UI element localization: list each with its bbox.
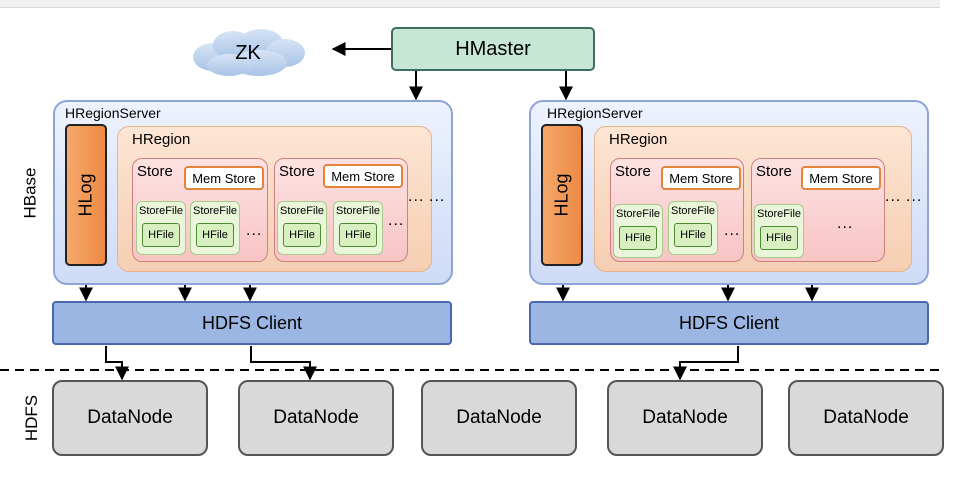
storefile-label: StoreFile	[670, 205, 716, 217]
datanode-3: DataNode	[421, 380, 577, 456]
storefile-right-2a: StoreFile HFile	[754, 204, 804, 258]
hfile: HFile	[196, 223, 234, 247]
more-storefiles-right-1: ...	[724, 222, 741, 239]
memstore-right-1: Mem Store	[661, 166, 741, 190]
top-border	[0, 0, 940, 8]
more-regions-right: ...	[906, 188, 923, 205]
hbase-layer-label: HBase	[20, 167, 40, 219]
hlog-label: HLog	[551, 173, 572, 217]
hfile: HFile	[283, 223, 321, 247]
datanode-2: DataNode	[238, 380, 394, 456]
more-stores-right: ...	[885, 188, 902, 205]
hdfs-layer-label: HDFS	[22, 394, 42, 442]
hlog-left: HLog	[65, 124, 107, 266]
store-title: Store	[615, 163, 651, 180]
arrow-client-dn2	[250, 346, 317, 381]
storefile-label: StoreFile	[138, 205, 184, 217]
more-storefiles-right-2: ...	[837, 215, 854, 232]
more-storefiles-left-2: ...	[388, 212, 405, 229]
hfile: HFile	[339, 223, 377, 247]
more-storefiles-left-1: ...	[246, 222, 263, 239]
hfile: HFile	[674, 223, 712, 247]
storefile-left-2b: StoreFile HFile	[333, 201, 383, 255]
memstore-right-2: Mem Store	[801, 166, 881, 190]
storefile-left-1b: StoreFile HFile	[190, 201, 240, 255]
storefile-right-1b: StoreFile HFile	[668, 201, 718, 255]
storefile-left-1a: StoreFile HFile	[136, 201, 186, 255]
more-regions-left: ...	[429, 188, 446, 205]
region-server-title: HRegionServer	[65, 105, 161, 121]
hregion-title: HRegion	[132, 131, 191, 148]
hmaster-node: HMaster	[391, 27, 595, 71]
zk-label: ZK	[235, 41, 261, 64]
memstore-left-2: Mem Store	[323, 164, 403, 188]
region-server-title: HRegionServer	[547, 105, 643, 121]
hfile: HFile	[142, 223, 180, 247]
hlog-right: HLog	[541, 124, 583, 266]
hdfs-client-left: HDFS Client	[52, 301, 452, 345]
storefile-label: StoreFile	[615, 208, 661, 220]
store-title: Store	[137, 163, 173, 180]
storefile-label: StoreFile	[192, 205, 238, 217]
more-stores-left: ...	[408, 188, 425, 205]
storefile-left-2a: StoreFile HFile	[277, 201, 327, 255]
memstore-left-1: Mem Store	[184, 166, 264, 190]
storefile-label: StoreFile	[756, 208, 802, 220]
store-title: Store	[756, 163, 792, 180]
hfile: HFile	[760, 226, 798, 250]
hdfs-client-right: HDFS Client	[529, 301, 929, 345]
hregion-title: HRegion	[609, 131, 668, 148]
zookeeper-cloud: ZK	[189, 27, 307, 79]
datanode-4: DataNode	[607, 380, 763, 456]
arrow-client-dn1	[105, 346, 129, 381]
storefile-label: StoreFile	[335, 205, 381, 217]
datanode-5: DataNode	[788, 380, 944, 456]
hlog-label: HLog	[75, 173, 96, 217]
datanode-1: DataNode	[52, 380, 208, 456]
storefile-label: StoreFile	[279, 205, 325, 217]
arrow-client-dn4	[673, 346, 739, 381]
hfile: HFile	[619, 226, 657, 250]
store-title: Store	[279, 163, 315, 180]
cloud-icon	[193, 29, 305, 76]
storefile-right-1a: StoreFile HFile	[613, 204, 663, 258]
